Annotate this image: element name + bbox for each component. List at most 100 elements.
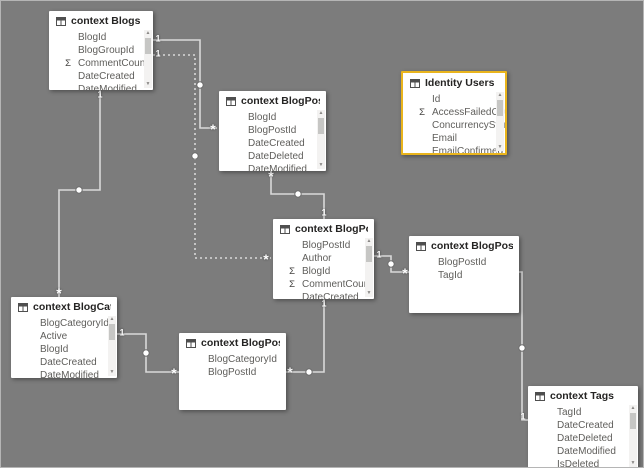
field-row[interactable]: BlogId	[49, 31, 153, 44]
scrollbar[interactable]: ▲▼	[108, 316, 116, 376]
table-card[interactable]: Identity UsersIdΣAccessFailedCountConcur…	[401, 71, 507, 155]
table-title: context BlogPosts	[295, 223, 368, 235]
field-row[interactable]: BlogCategoryId	[11, 317, 117, 330]
field-row[interactable]: BlogCategoryId	[179, 353, 286, 366]
table-icon	[226, 96, 236, 106]
field-row[interactable]: BlogPostId	[219, 124, 326, 137]
field-row[interactable]: DateModified	[219, 163, 326, 171]
relationship-midpoint-handle[interactable]	[294, 190, 302, 198]
scroll-thumb[interactable]	[145, 38, 151, 54]
scroll-up-icon[interactable]: ▲	[109, 316, 115, 322]
field-name: Active	[40, 331, 68, 342]
relationship-midpoint-handle[interactable]	[518, 344, 526, 352]
scrollbar[interactable]: ▲▼	[317, 110, 325, 169]
field-row[interactable]: BlogId	[219, 111, 326, 124]
field-row[interactable]: Email	[403, 132, 505, 145]
field-name: DateCreated	[557, 420, 614, 431]
field-row[interactable]: BlogId	[11, 343, 117, 356]
field-row[interactable]: IsDeleted	[528, 458, 638, 467]
cardinality-marker: 1	[119, 327, 125, 338]
field-name: DateCreated	[78, 71, 135, 82]
table-header[interactable]: context BlogCategories	[11, 297, 117, 315]
field-row[interactable]: Id	[403, 93, 505, 106]
scroll-thumb[interactable]	[497, 100, 503, 116]
scroll-thumb[interactable]	[366, 246, 372, 262]
field-row[interactable]: DateCreated	[11, 356, 117, 369]
relationship-midpoint-handle[interactable]	[142, 349, 150, 357]
relationship-line[interactable]	[286, 299, 325, 373]
table-card[interactable]: context BlogPostCategoBlogCategoryIdBlog…	[179, 333, 286, 410]
table-card[interactable]: context BlogCategoriesBlogCategoryIdActi…	[11, 297, 117, 378]
cardinality-marker: 1	[155, 48, 161, 59]
scrollbar[interactable]: ▲▼	[144, 30, 152, 88]
field-row[interactable]: BlogPostId	[409, 256, 519, 269]
field-row[interactable]: Author	[273, 252, 374, 265]
field-row[interactable]: Active	[11, 330, 117, 343]
field-row[interactable]: TagId	[528, 406, 638, 419]
field-row[interactable]: DateCreated	[273, 291, 374, 299]
table-header[interactable]: context BlogPosts	[273, 219, 374, 237]
scrollbar[interactable]: ▲▼	[629, 405, 637, 467]
field-row[interactable]: DateModified	[11, 369, 117, 378]
table-header[interactable]: context BlogPostTags	[409, 236, 519, 254]
table-header[interactable]: context Tags	[528, 386, 638, 404]
relationship-line[interactable]	[153, 54, 271, 259]
scroll-down-icon[interactable]: ▼	[318, 162, 324, 168]
field-row[interactable]: TagId	[409, 269, 519, 282]
cardinality-marker: *	[171, 365, 177, 381]
scrollbar[interactable]: ▲▼	[496, 92, 504, 151]
scroll-down-icon[interactable]: ▼	[366, 290, 372, 296]
scroll-thumb[interactable]	[318, 118, 324, 134]
sigma-aggregate-icon: Σ	[289, 266, 295, 277]
table-header[interactable]: Identity Users	[403, 73, 505, 91]
field-row[interactable]: DateDeleted	[219, 150, 326, 163]
table-header[interactable]: context BlogPostComm	[219, 91, 326, 109]
field-name: DateModified	[40, 370, 99, 378]
table-card[interactable]: context BlogPostCommBlogIdBlogPostIdDate…	[219, 91, 326, 171]
field-row[interactable]: EmailConfirmed	[403, 145, 505, 153]
scroll-up-icon[interactable]: ▲	[145, 30, 151, 36]
field-row[interactable]: DateCreated	[49, 70, 153, 83]
relationship-midpoint-handle[interactable]	[196, 81, 204, 89]
field-row[interactable]: DateDeleted	[528, 432, 638, 445]
table-header[interactable]: context Blogs	[49, 11, 153, 29]
field-row[interactable]: BlogPostId	[273, 239, 374, 252]
table-header[interactable]: context BlogPostCatego	[179, 333, 286, 351]
cardinality-marker: 1	[520, 411, 526, 422]
scroll-down-icon[interactable]: ▼	[109, 369, 115, 375]
field-row[interactable]: DateModified	[528, 445, 638, 458]
relationship-midpoint-handle[interactable]	[305, 368, 313, 376]
table-card[interactable]: context BlogPostsBlogPostIdAuthorΣBlogId…	[273, 219, 374, 299]
field-row[interactable]: DateCreated	[528, 419, 638, 432]
table-icon	[56, 16, 66, 26]
scroll-down-icon[interactable]: ▼	[630, 460, 636, 466]
table-card[interactable]: context BlogPostTagsBlogPostIdTagId	[409, 236, 519, 313]
field-row[interactable]: DateCreated	[219, 137, 326, 150]
field-row[interactable]: BlogGroupId	[49, 44, 153, 57]
relationship-line[interactable]	[153, 39, 217, 129]
field-name: DateModified	[78, 84, 137, 90]
relationship-midpoint-handle[interactable]	[191, 152, 199, 160]
scroll-thumb[interactable]	[630, 413, 636, 429]
field-row[interactable]: BlogPostId	[179, 366, 286, 379]
scrollbar[interactable]: ▲▼	[365, 238, 373, 297]
scroll-up-icon[interactable]: ▲	[318, 110, 324, 116]
relationship-midpoint-handle[interactable]	[75, 186, 83, 194]
scroll-down-icon[interactable]: ▼	[497, 144, 503, 150]
field-row[interactable]: DateModified	[49, 83, 153, 90]
field-row[interactable]: ConcurrencyStamp	[403, 119, 505, 132]
scroll-thumb[interactable]	[109, 324, 115, 340]
scroll-up-icon[interactable]: ▲	[630, 405, 636, 411]
field-row[interactable]: ΣAccessFailedCount	[403, 106, 505, 119]
relationship-midpoint-handle[interactable]	[387, 260, 395, 268]
scroll-up-icon[interactable]: ▲	[366, 238, 372, 244]
scroll-down-icon[interactable]: ▼	[145, 81, 151, 87]
scroll-up-icon[interactable]: ▲	[497, 92, 503, 98]
